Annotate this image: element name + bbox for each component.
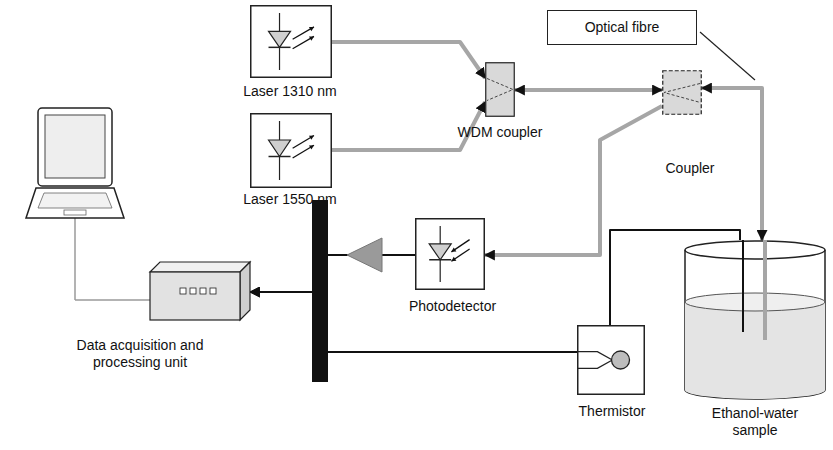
laptop-base	[26, 188, 124, 218]
node-label: Laser 1550 nm	[230, 191, 350, 208]
photodetector: Photodetector	[395, 218, 510, 315]
laser-source-shape	[250, 5, 332, 78]
label-block: Ethanol-water sample	[700, 405, 810, 439]
laptop-touchpad	[64, 210, 86, 215]
node-label: Laser 1310 nm	[230, 83, 350, 100]
thermistor-wire	[742, 240, 744, 332]
leader-line	[700, 32, 755, 80]
coupler-path	[487, 79, 513, 101]
light-arrow	[451, 249, 469, 261]
signal-wire	[250, 255, 415, 292]
laser-source-shape	[250, 113, 332, 188]
label-block: Data acquisition and processing unit	[50, 337, 230, 371]
device-box	[251, 6, 332, 78]
diode-bar	[429, 259, 451, 261]
light-arrowhead	[309, 36, 314, 40]
label-block: WDM coupler	[450, 124, 550, 141]
fibre-coupler: Coupler	[650, 70, 730, 177]
device-box	[251, 114, 332, 188]
laptop-keyboard	[38, 193, 112, 208]
light-arrowhead	[451, 247, 456, 251]
light-arrow	[451, 240, 469, 252]
light-arrowhead	[309, 136, 314, 140]
light-arrowhead	[309, 145, 314, 149]
optical-fibre	[515, 88, 662, 92]
device-front	[150, 272, 240, 320]
signal-wire	[250, 292, 577, 352]
diode-bar	[269, 156, 291, 158]
light-arrow	[293, 145, 314, 158]
thermistor-lead	[577, 352, 612, 360]
laser-source: Laser 1550 nm	[230, 113, 350, 208]
optical-fibre	[763, 240, 767, 340]
device-button	[180, 288, 186, 294]
device-top	[150, 262, 250, 272]
thermistor: Thermistor	[562, 325, 662, 420]
coupler-body	[486, 63, 515, 117]
amplifier-symbol	[347, 238, 382, 272]
beaker-rim	[685, 241, 825, 259]
label-block: Laser 1550 nm	[230, 191, 350, 208]
diode-symbol	[429, 244, 451, 260]
laptop-screen	[38, 108, 112, 186]
coupler-body	[663, 71, 702, 115]
liquid-surface	[685, 293, 825, 311]
node-label: Ethanol-water sample	[700, 405, 810, 439]
device-button	[200, 288, 206, 294]
laptop-display	[45, 115, 105, 178]
diode-bar	[269, 47, 291, 49]
laser-source: Laser 1310 nm	[230, 5, 350, 100]
photodetector-shape	[415, 218, 485, 290]
wdm-coupler-shape	[485, 62, 515, 117]
node-label: Optical fibre	[554, 19, 690, 36]
node-label: Photodetector	[395, 298, 510, 315]
device-box	[578, 326, 645, 395]
device-button	[190, 288, 196, 294]
device-side	[240, 262, 250, 320]
sample-beaker-shape	[683, 240, 827, 400]
device-button	[210, 288, 216, 294]
light-arrowhead	[309, 27, 314, 31]
label-block: Laser 1310 nm	[230, 83, 350, 100]
data-acquisition-unit: Data acquisition and processing unit	[40, 262, 255, 371]
junction-bar	[312, 200, 328, 382]
sample-beaker: Ethanol-water sample	[680, 240, 830, 439]
node-label: Coupler	[650, 160, 730, 177]
coupler-path	[664, 84, 700, 103]
fibre-coupler-shape	[662, 70, 702, 115]
node-label: Thermistor	[562, 403, 662, 420]
node-label: Data acquisition and processing unit	[50, 337, 230, 371]
laptop-cable	[74, 218, 76, 300]
diode-symbol	[269, 140, 291, 157]
light-arrowhead	[451, 257, 456, 261]
diode-symbol	[269, 31, 291, 47]
thermistor-bead	[612, 351, 630, 369]
laptop-cable	[75, 299, 150, 301]
device-box	[416, 219, 485, 290]
laptop-icon	[26, 108, 150, 300]
callout-box: Optical fibre	[547, 10, 697, 45]
liquid	[685, 302, 825, 399]
label-block: Photodetector	[395, 298, 510, 315]
label-block: Coupler	[650, 160, 730, 177]
optical-fibre	[332, 42, 485, 78]
node-label: WDM coupler	[450, 124, 550, 141]
label-block: Thermistor	[562, 403, 662, 420]
thermistor-lead	[577, 360, 612, 368]
thermistor-shape	[577, 325, 645, 395]
light-arrow	[293, 36, 314, 48]
wdm-coupler: WDM coupler	[450, 62, 550, 141]
beaker-body	[685, 250, 825, 399]
data-acquisition-unit-shape	[150, 262, 250, 320]
